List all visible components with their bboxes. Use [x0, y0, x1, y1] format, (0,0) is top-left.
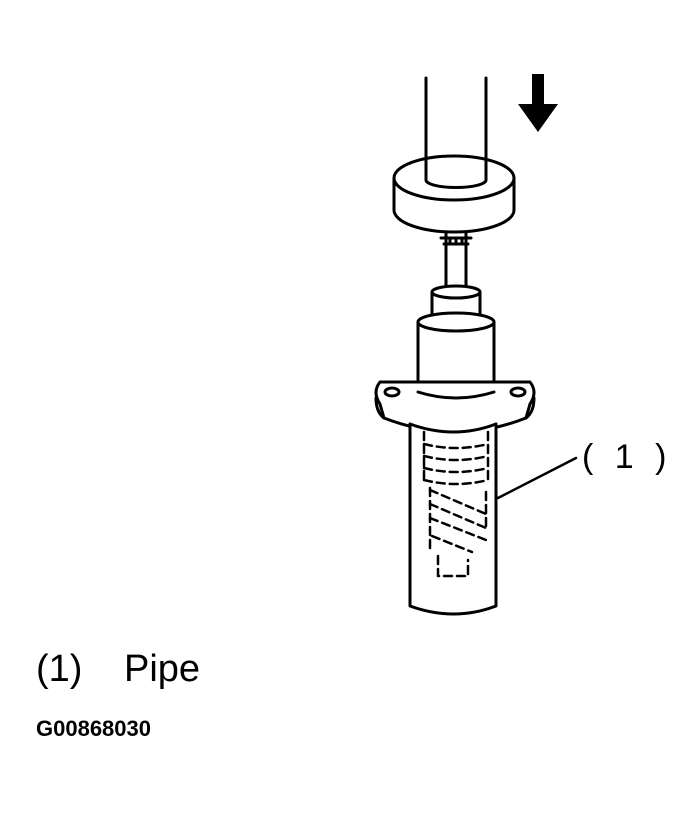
- shaft: [439, 230, 473, 292]
- figure-code: G00868030: [36, 716, 151, 741]
- pipe: [408, 422, 498, 616]
- legend-name: Pipe: [124, 648, 201, 690]
- press-adapter: [392, 154, 516, 234]
- internal-spring-hidden-lines: [422, 430, 490, 578]
- mounting-flange: [374, 380, 536, 434]
- housing-body: [416, 311, 496, 394]
- press-direction-arrow-icon: [518, 74, 558, 132]
- legend-item: (1) Pipe: [36, 648, 200, 691]
- callout-leader-line: [496, 456, 578, 500]
- legend-number: (1): [36, 648, 83, 690]
- callout-label: ( 1 ): [582, 438, 673, 476]
